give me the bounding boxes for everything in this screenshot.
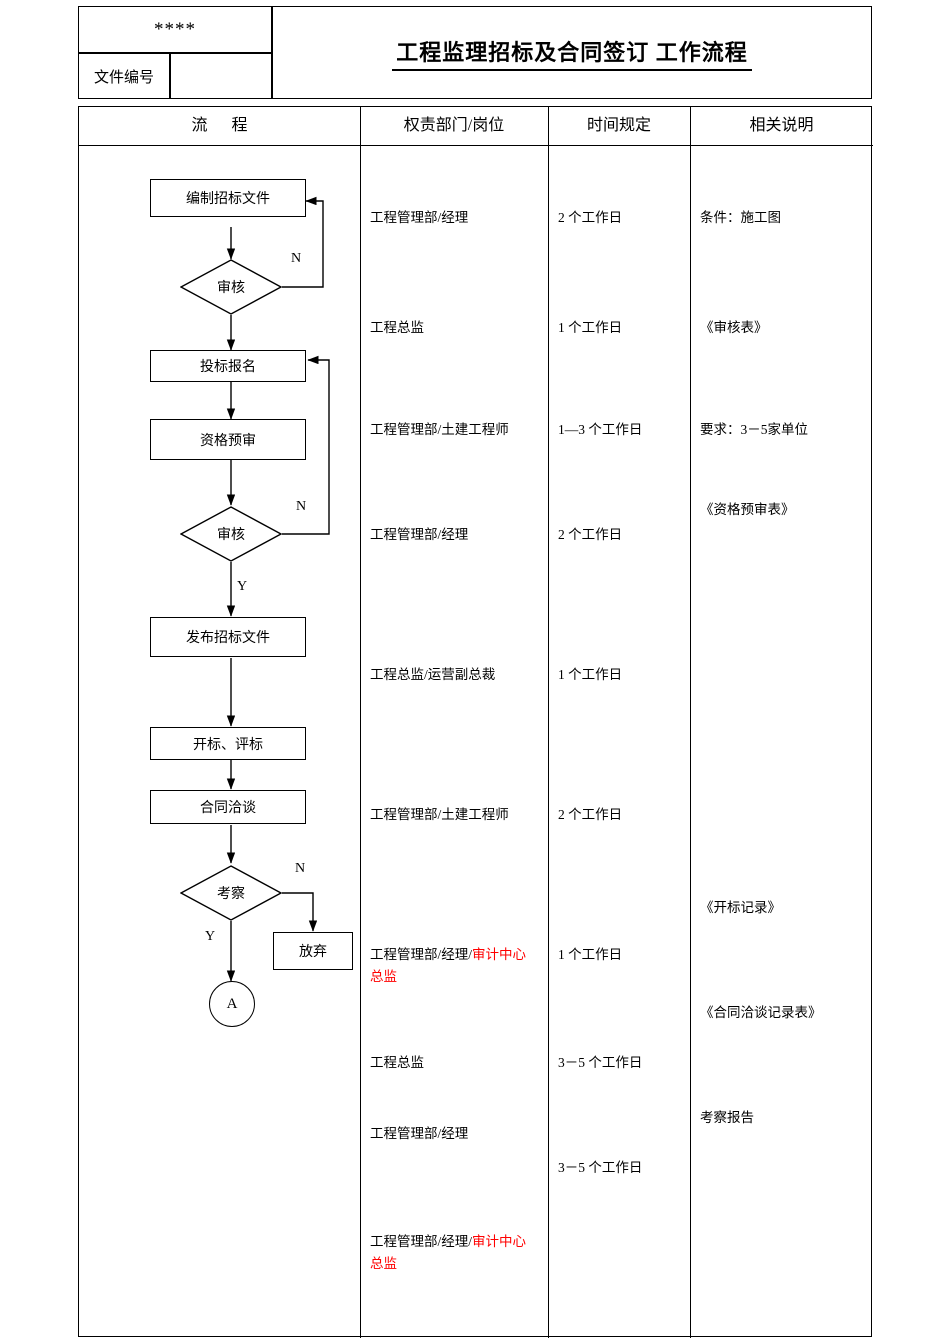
- header-docno-value-cell: [170, 53, 272, 99]
- department-value-5: 工程总监/运营副总裁: [370, 667, 496, 682]
- flow-node-label: 审核: [217, 528, 245, 543]
- time-value-7: 1 个工作日: [558, 947, 623, 962]
- flow-node-abandon[interactable]: 放弃: [273, 932, 353, 970]
- flow-node-label: 审核: [217, 281, 245, 296]
- branch-label-n-1: N: [291, 251, 302, 266]
- header-stars-cell: ****: [78, 6, 272, 53]
- flow-node-label: 考察: [217, 887, 245, 902]
- note-value-1: 条件：施工图: [700, 210, 781, 225]
- time-value-2: 1 个工作日: [558, 320, 623, 335]
- header-title-cell: 工程监理招标及合同签订 工作流程: [272, 6, 872, 99]
- department-value-8: 工程总监: [370, 1055, 424, 1070]
- flow-node-label: 合同洽谈: [200, 801, 256, 816]
- col-header-notes: 相关说明: [749, 117, 814, 134]
- flow-node-connector-a[interactable]: A: [209, 981, 255, 1027]
- time-value-4: 2 个工作日: [558, 527, 623, 542]
- diamond-shape: [180, 259, 282, 315]
- department-value-4: 工程管理部/经理: [370, 527, 469, 542]
- time-value-1: 2 个工作日: [558, 210, 623, 225]
- flow-node-review-1[interactable]: 审核: [180, 259, 282, 315]
- flow-node-label: 开标、评标: [193, 737, 263, 753]
- flow-node-contract-negotiation[interactable]: 合同洽谈: [150, 790, 306, 824]
- department-value-10-black: 工程管理部/经理/: [370, 1234, 473, 1249]
- flow-node-prequalification[interactable]: 资格预审: [150, 419, 306, 460]
- department-value-3: 工程管理部/土建工程师: [370, 422, 509, 437]
- col-divider-3: [690, 107, 691, 1338]
- branch-label-n-2: N: [296, 499, 307, 514]
- col-divider-2: [548, 107, 549, 1338]
- department-value-6: 工程管理部/土建工程师: [370, 807, 509, 822]
- flowchart: 编制招标文件 审核 投标报名 资格预审 审核 发布招标: [79, 107, 873, 1338]
- flow-node-bid-registration[interactable]: 投标报名: [150, 350, 306, 382]
- col-header-flow: 流 程: [191, 117, 258, 134]
- header-row-divider: [79, 145, 873, 146]
- department-value-7: 工程管理部/经理/审计中心总监: [370, 944, 535, 988]
- header-stars: ****: [154, 18, 196, 40]
- col-divider-1: [360, 107, 361, 1338]
- flow-node-prepare-bid-docs[interactable]: 编制招标文件: [150, 179, 306, 217]
- flow-node-publish-bid-docs[interactable]: 发布招标文件: [150, 617, 306, 657]
- note-value-2: 《审核表》: [700, 320, 768, 335]
- header-docno-label: 文件编号: [93, 69, 154, 86]
- note-value-5: 《开标记录》: [700, 900, 781, 915]
- time-value-3: 1—3 个工作日: [558, 422, 643, 437]
- flow-node-review-2[interactable]: 审核: [180, 506, 282, 562]
- time-value-9: 3－5 个工作日: [558, 1160, 643, 1175]
- department-value-10: 工程管理部/经理/审计中心总监: [370, 1231, 535, 1275]
- time-value-6: 2 个工作日: [558, 807, 623, 822]
- branch-label-n-3: N: [295, 861, 306, 876]
- flow-node-label: 投标报名: [200, 360, 256, 375]
- flow-node-bid-opening-evaluation[interactable]: 开标、评标: [150, 727, 306, 760]
- diamond-shape: [180, 865, 282, 921]
- branch-label-y-2: Y: [205, 929, 216, 944]
- department-value-10-red: 审计中心总监: [370, 1234, 527, 1271]
- note-value-3: 要求：3－5家单位: [700, 422, 808, 437]
- time-value-8: 3－5 个工作日: [558, 1055, 643, 1070]
- flow-node-label: 编制招标文件: [186, 192, 270, 207]
- col-header-time: 时间规定: [586, 117, 651, 134]
- diamond-shape: [180, 506, 282, 562]
- flow-node-label: 放弃: [299, 945, 327, 960]
- department-value-7-black: 工程管理部/经理/: [370, 947, 473, 962]
- flow-node-label: 资格预审: [200, 433, 256, 449]
- flow-node-label: 发布招标文件: [186, 631, 270, 646]
- page-title: 工程监理招标及合同签订 工作流程: [392, 35, 752, 71]
- department-value-2: 工程总监: [370, 320, 424, 335]
- note-value-6: 《合同洽谈记录表》: [700, 1005, 822, 1020]
- time-value-5: 1 个工作日: [558, 667, 623, 682]
- note-value-7: 考察报告: [700, 1110, 754, 1125]
- department-value-1: 工程管理部/经理: [370, 210, 469, 225]
- header-docno-label-cell: 文件编号: [78, 53, 170, 99]
- flow-node-label: A: [226, 995, 238, 1012]
- department-value-9: 工程管理部/经理: [370, 1126, 469, 1141]
- col-header-department: 权责部门/岗位: [403, 117, 505, 134]
- flow-table: 流 程 权责部门/岗位 时间规定 相关说明: [78, 106, 873, 1338]
- flow-node-inspection[interactable]: 考察: [180, 865, 282, 921]
- note-value-4: 《资格预审表》: [700, 502, 795, 517]
- branch-label-y-1: Y: [237, 579, 248, 594]
- department-value-7-red: 审计中心总监: [370, 947, 527, 984]
